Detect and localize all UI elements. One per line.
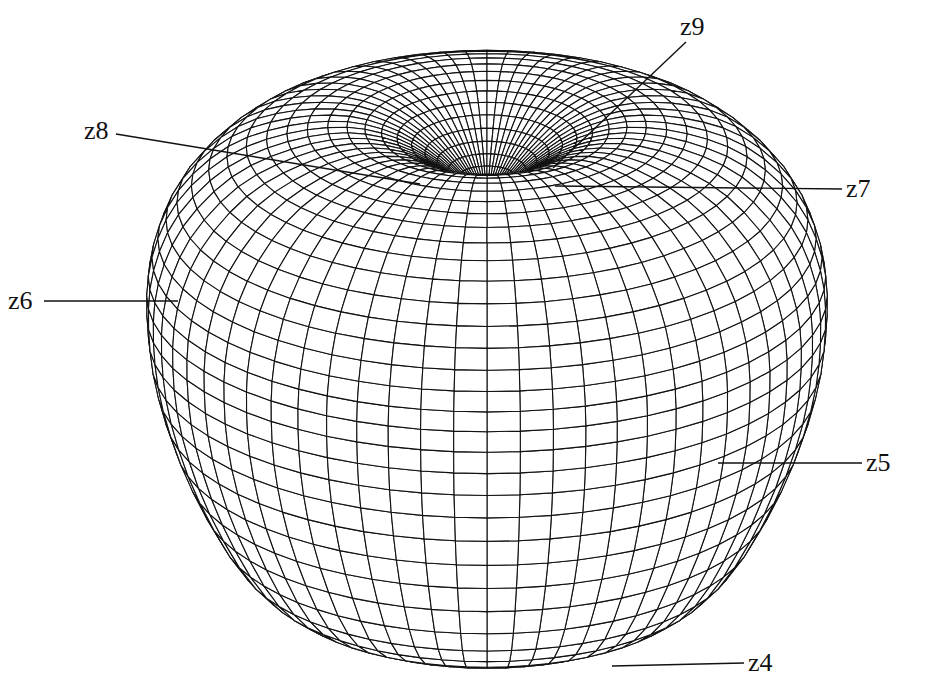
wireframe-quads bbox=[147, 50, 827, 668]
mesh-quad bbox=[473, 71, 487, 80]
mesh-quad bbox=[624, 115, 645, 122]
mesh-quad bbox=[469, 58, 487, 64]
mesh-quad bbox=[487, 58, 505, 64]
mesh-quad bbox=[487, 64, 503, 72]
mesh-quad bbox=[329, 115, 350, 122]
mesh-quad bbox=[471, 64, 487, 72]
mesh-quad bbox=[626, 121, 646, 127]
mesh-quad bbox=[328, 121, 348, 127]
mesh-quad bbox=[487, 71, 501, 80]
